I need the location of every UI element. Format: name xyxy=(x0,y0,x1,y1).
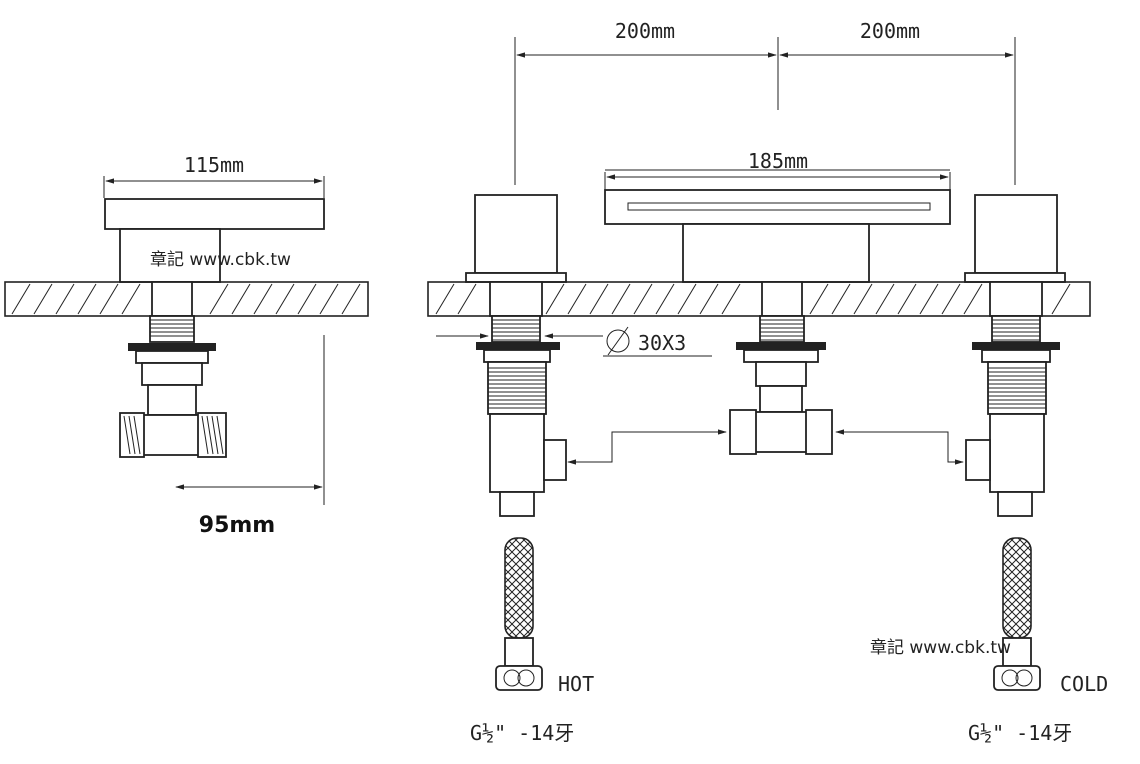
watermark-left: 章記 www.cbk.tw xyxy=(150,250,291,270)
spacing-right-label: 200mm xyxy=(860,19,920,43)
cold-thread-label: G½" -14牙 xyxy=(968,721,1072,745)
hot-hose xyxy=(504,537,534,639)
waterfall-spout xyxy=(604,189,951,225)
handle-width-label: 115mm xyxy=(184,153,244,177)
hole-size-label: 30X3 xyxy=(638,331,686,355)
cold-hose xyxy=(1002,537,1032,639)
spacing-left-label: 200mm xyxy=(615,19,675,43)
side-handle xyxy=(104,198,325,230)
cold-handle xyxy=(974,194,1058,274)
side-view: 115mm 章記 www.cbk.tw xyxy=(4,153,369,538)
hot-thread-label: G½" -14牙 xyxy=(470,721,574,745)
front-view: 200mm 200mm 185mm xyxy=(427,19,1108,745)
cold-label: COLD xyxy=(1060,672,1108,696)
watermark-right: 章記 www.cbk.tw xyxy=(870,638,1011,658)
reach-label: 95mm xyxy=(199,513,275,538)
spout-width-label: 185mm xyxy=(748,149,808,173)
front-countertop xyxy=(427,281,1091,317)
hot-handle xyxy=(474,194,558,274)
hot-label: HOT xyxy=(558,672,594,696)
